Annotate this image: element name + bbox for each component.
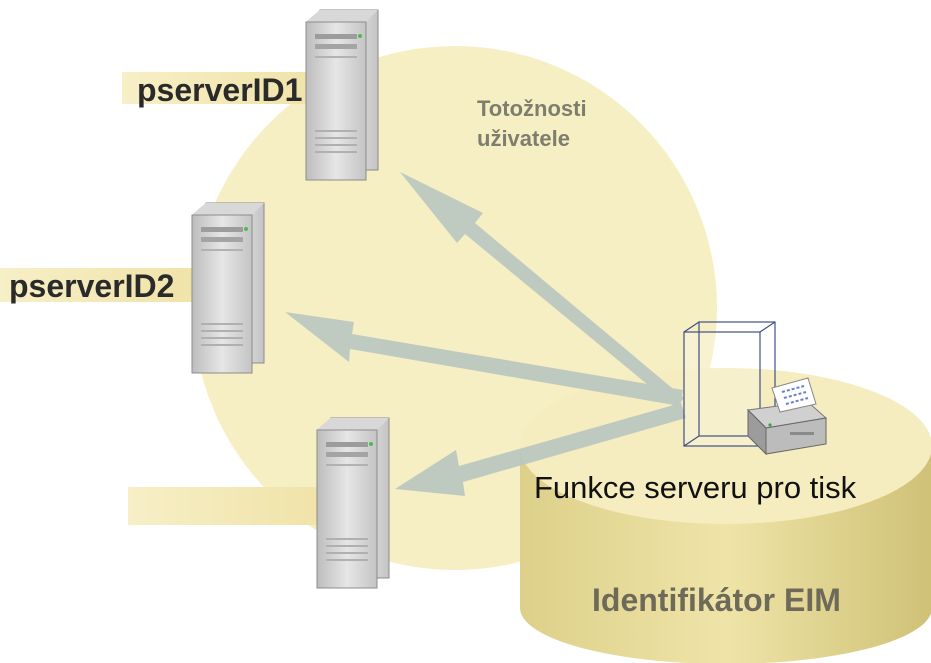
wireframe-cube-icon: [683, 321, 776, 447]
server-icon-2: [191, 202, 265, 374]
eim-identifier-label: Identifikátor EIM: [592, 582, 841, 618]
server-id-tag-3: [128, 487, 339, 525]
arrow-to-server-3: [395, 403, 686, 496]
printer-icon: [746, 377, 828, 456]
arrow-to-server-2: [285, 312, 683, 406]
server-id-tag-1: [122, 72, 336, 104]
server-id-tag-2: [0, 268, 217, 302]
server-icon-1: [305, 9, 379, 181]
user-identities-label: Totožnosti uživatele: [477, 96, 587, 151]
arrow-to-server-1: [400, 172, 684, 408]
server-id-label-1: pserverID1: [137, 72, 303, 108]
mapping-arrows: [285, 172, 686, 496]
print-server-function-label: Funkce serveru pro tisk: [534, 470, 857, 505]
server-icon-3: [316, 417, 390, 589]
server-id-label-2: pserverID2: [9, 268, 175, 304]
